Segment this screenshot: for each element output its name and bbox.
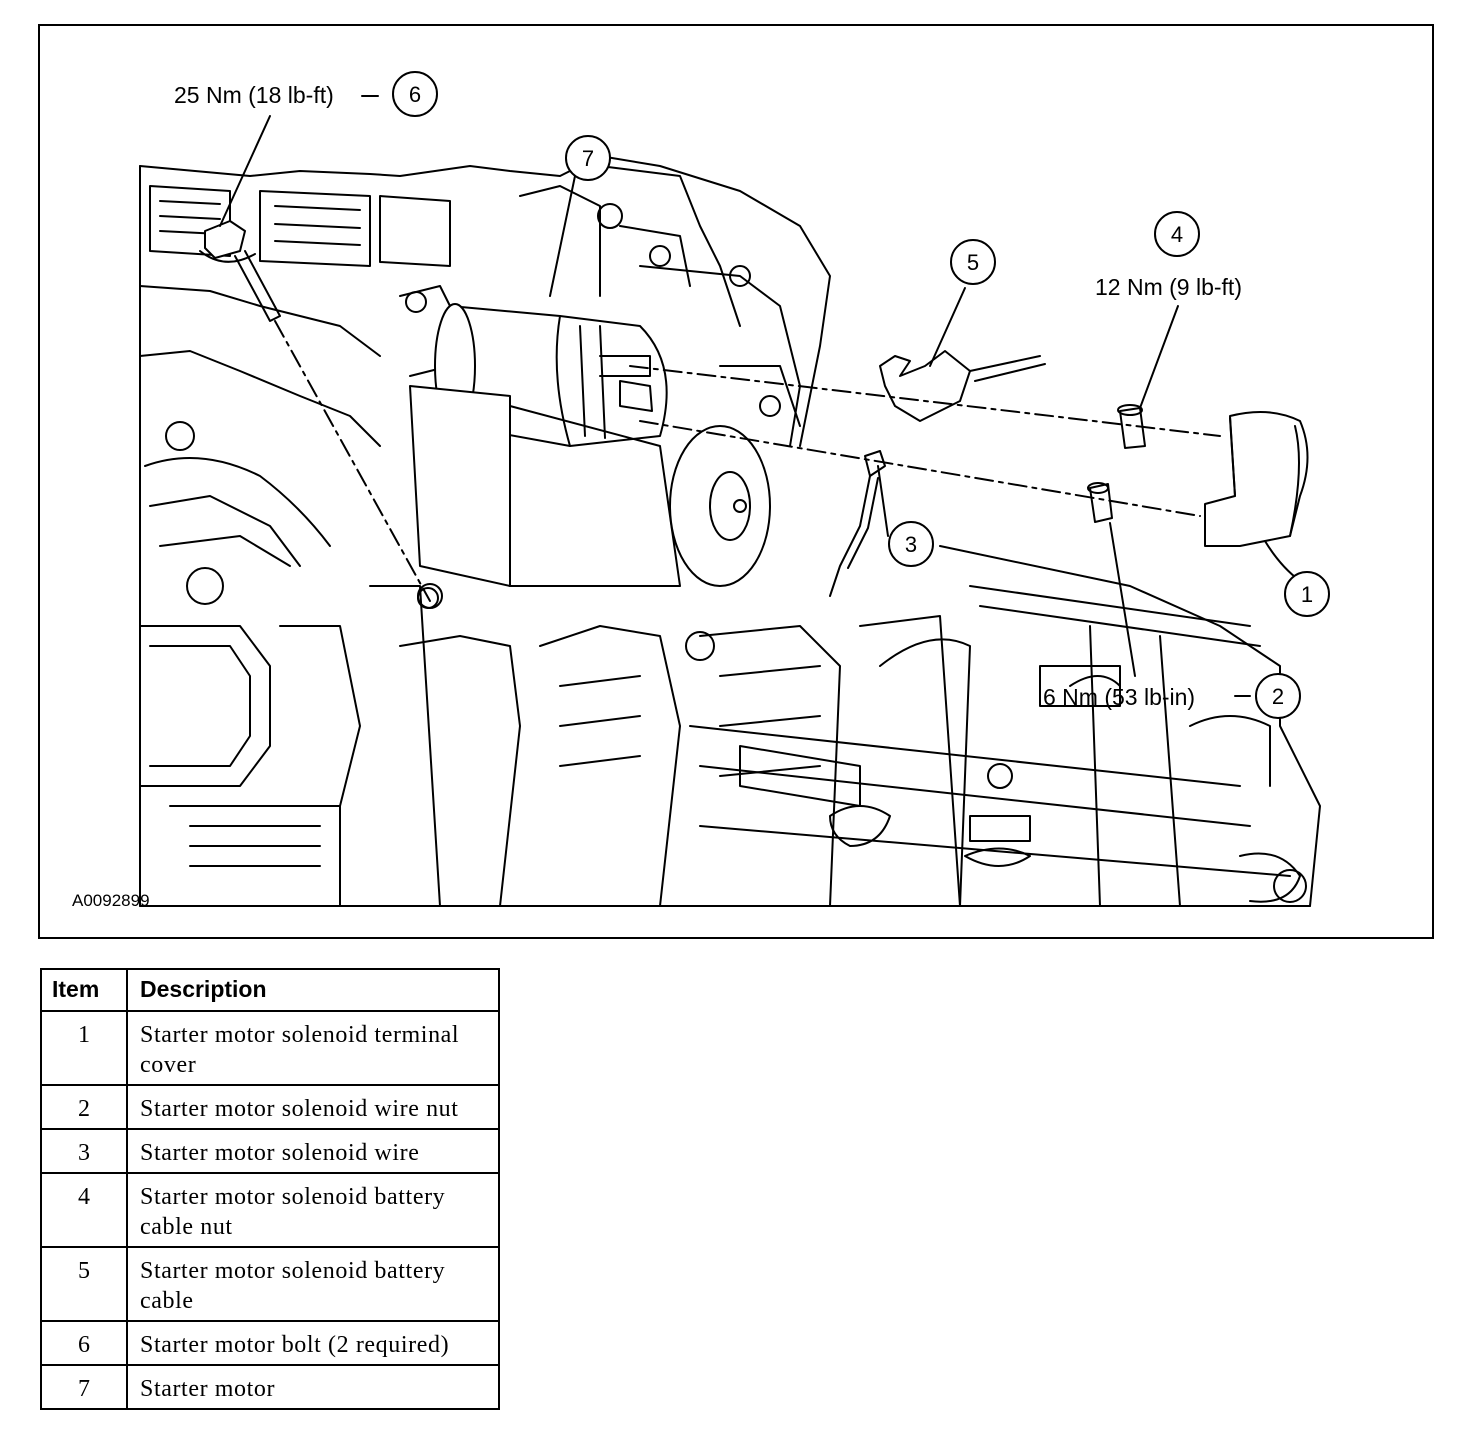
callout-number-1: 1 bbox=[1301, 582, 1313, 607]
figure-id: A0092899 bbox=[72, 891, 150, 910]
legend-row: 2 Starter motor solenoid wire nut bbox=[40, 1084, 500, 1130]
legend-row: 3 Starter motor solenoid wire bbox=[40, 1128, 500, 1174]
torque-spec-6: 25 Nm (18 lb-ft) bbox=[174, 82, 334, 108]
callout-circle-2 bbox=[1255, 673, 1301, 719]
torque-spec-4: 12 Nm (9 lb-ft) bbox=[1095, 274, 1242, 300]
engine-block-drawing bbox=[139, 155, 1321, 907]
callout-circle-6 bbox=[392, 71, 438, 117]
legend-item-description: Starter motor solenoid battery cable nut bbox=[126, 1172, 500, 1248]
callout-number-7: 7 bbox=[582, 146, 594, 171]
legend-row: 5 Starter motor solenoid battery cable bbox=[40, 1246, 500, 1322]
solenoid-wire-drawing bbox=[829, 450, 886, 597]
exploded-view-illustration: 1 2 3 4 5 6 7 25 Nm (18 lb-ft) 12 Nm (9 … bbox=[38, 24, 1434, 939]
legend-item-description: Starter motor solenoid wire bbox=[126, 1128, 500, 1174]
legend-row: 6 Starter motor bolt (2 required) bbox=[40, 1320, 500, 1366]
solenoid-wire-nut-drawing bbox=[1087, 482, 1113, 523]
callout-number-5: 5 bbox=[967, 250, 979, 275]
legend-item-number: 6 bbox=[40, 1320, 128, 1366]
legend-item-description: Starter motor solenoid wire nut bbox=[126, 1084, 500, 1130]
legend-row: 4 Starter motor solenoid battery cable n… bbox=[40, 1172, 500, 1248]
legend-item-number: 1 bbox=[40, 1010, 128, 1086]
torque-spec-2: 6 Nm (53 lb-in) bbox=[1043, 684, 1196, 710]
callout-circle-3 bbox=[888, 521, 934, 567]
legend-item-description: Starter motor solenoid terminal cover bbox=[126, 1010, 500, 1086]
engine-line-drawing: 1 2 3 4 5 6 7 bbox=[139, 71, 1330, 907]
legend-item-description: Starter motor bolt (2 required) bbox=[126, 1320, 500, 1366]
terminal-cover-drawing bbox=[1204, 411, 1309, 547]
battery-cable-nut-drawing bbox=[1117, 404, 1146, 449]
callout-circle-5 bbox=[950, 239, 996, 285]
callout-circle-4 bbox=[1154, 211, 1200, 257]
legend-item-number: 3 bbox=[40, 1128, 128, 1174]
legend-table: Item Description 1 Starter motor solenoi… bbox=[40, 968, 500, 1410]
legend-row: 7 Starter motor bbox=[40, 1364, 500, 1410]
legend-item-description: Starter motor solenoid battery cable bbox=[126, 1246, 500, 1322]
legend-item-number: 7 bbox=[40, 1364, 128, 1410]
callout-number-4: 4 bbox=[1171, 222, 1183, 247]
callout-circle-1 bbox=[1284, 571, 1330, 617]
explode-lines bbox=[629, 365, 1221, 517]
callout-leaders bbox=[219, 95, 1301, 697]
legend-header-item: Item bbox=[40, 968, 128, 1012]
callout-number-3: 3 bbox=[905, 532, 917, 557]
legend-header-description: Description bbox=[126, 968, 500, 1012]
callout-number-2: 2 bbox=[1272, 684, 1284, 709]
legend-item-number: 2 bbox=[40, 1084, 128, 1130]
legend-row: 1 Starter motor solenoid terminal cover bbox=[40, 1010, 500, 1086]
starter-motor-drawing bbox=[409, 303, 771, 587]
starter-bolt-drawing bbox=[199, 220, 281, 322]
battery-cable-drawing bbox=[879, 350, 1046, 422]
callout-circle-7 bbox=[565, 135, 611, 181]
callout-number-6: 6 bbox=[409, 82, 421, 107]
legend-header-row: Item Description bbox=[40, 968, 500, 1012]
legend-item-number: 5 bbox=[40, 1246, 128, 1322]
legend-item-description: Starter motor bbox=[126, 1364, 500, 1410]
legend-item-number: 4 bbox=[40, 1172, 128, 1248]
